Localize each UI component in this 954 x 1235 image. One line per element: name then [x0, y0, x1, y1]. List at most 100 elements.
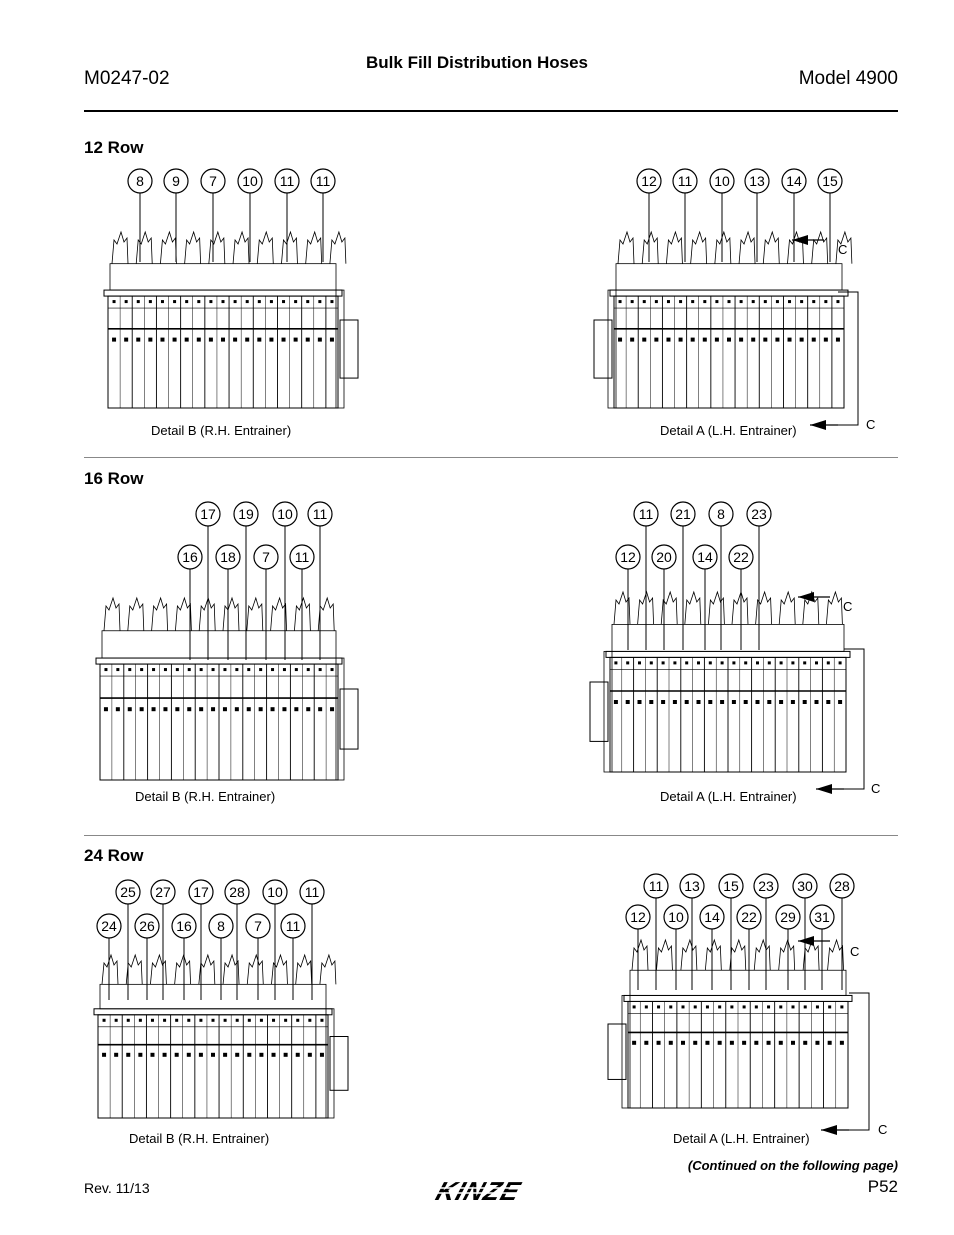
bolt-head [751, 300, 755, 304]
bolt-head [305, 337, 310, 342]
bolt-head [751, 337, 756, 342]
bolt-head [840, 1005, 844, 1009]
hose-outline [184, 230, 202, 264]
bolt-head [739, 337, 744, 342]
callout-bubble [708, 501, 734, 527]
bolt-head [139, 707, 144, 712]
callout-bubble [307, 501, 333, 527]
bolt-head [814, 700, 819, 704]
section-mark-label: C [843, 599, 852, 614]
bolt-head [763, 300, 767, 304]
bolt-head [116, 668, 120, 672]
hose-outline [101, 953, 119, 985]
bolt-head [187, 707, 192, 712]
callout-bubble [651, 544, 677, 570]
bolt-head [211, 707, 216, 712]
bolt-head [307, 1052, 312, 1057]
callout-bubble [299, 879, 325, 905]
section-line [838, 291, 859, 426]
kinze-logo-text: KINZE [432, 1177, 525, 1206]
model-name: Model 4900 [798, 68, 898, 89]
bolt-head [221, 300, 225, 304]
bolt-head [221, 337, 225, 342]
callout-bubble [253, 544, 279, 570]
callout-bubble [195, 501, 221, 527]
callout-number: 7 [209, 173, 217, 189]
bolt-head [102, 1018, 106, 1022]
bolt-head [767, 700, 772, 704]
callout-bubble [692, 544, 718, 570]
hose-outline [704, 938, 722, 971]
bolt-head [140, 668, 144, 672]
bolt-head [691, 300, 695, 304]
bolt-head [775, 300, 779, 304]
hose-outline [613, 590, 631, 625]
bolt-head [104, 668, 108, 672]
bolt-head [184, 337, 189, 342]
bolt-head [124, 300, 128, 304]
entrainer-body [107, 295, 339, 409]
callout-number: 12 [620, 549, 636, 565]
callout-bubble [208, 913, 234, 939]
bolt-head [826, 661, 830, 665]
mounting-plate [605, 650, 851, 658]
bolt-head [787, 337, 792, 342]
hose-outline [811, 230, 829, 264]
bolt-head [657, 1005, 661, 1009]
bolt-head [767, 1005, 771, 1009]
bolt-head [669, 1005, 673, 1009]
section-title-12-row: 12 Row [84, 138, 144, 157]
bolt-head [246, 707, 251, 712]
callout-bubble [163, 168, 189, 194]
callout-bubble [188, 879, 214, 905]
bolt-head [233, 337, 238, 342]
bolt-head [672, 700, 677, 704]
bolt-head [199, 707, 204, 712]
bolt-head [739, 300, 743, 304]
hose-outline [778, 938, 796, 971]
bolt-head [696, 700, 701, 704]
bolt-head [649, 700, 654, 704]
hose-outline [641, 230, 659, 264]
caption-detail-b: Detail B (R.H. Entrainer) [151, 423, 292, 438]
callout-bubble [746, 501, 772, 527]
bolt-head [727, 337, 731, 342]
hose-outline [708, 590, 725, 625]
bolt-head [187, 1018, 191, 1022]
callout-number: 15 [822, 173, 838, 189]
hose-outline [295, 953, 313, 985]
hose-outline [738, 230, 756, 264]
hose-outline [778, 590, 796, 625]
side-bracket [607, 289, 617, 409]
bolt-head [136, 337, 141, 342]
bolt-head [661, 700, 666, 704]
callout-bubble [615, 544, 641, 570]
hose-outline [762, 230, 780, 264]
section-arrow [798, 592, 814, 602]
callout-number: 12 [641, 173, 657, 189]
bolt-head [160, 300, 164, 304]
bolt-head [815, 661, 818, 665]
section-mark-label: C [878, 1122, 887, 1137]
callout-number: 11 [678, 173, 693, 189]
revision-label: Rev. 11/13 [84, 1180, 150, 1196]
hose-outline [150, 953, 167, 985]
bolt-head [257, 337, 262, 342]
page-number: P52 [867, 1177, 898, 1196]
bolt-head [708, 661, 712, 665]
entrainer-body [613, 295, 845, 409]
bolt-head [319, 1052, 324, 1057]
section-mark-label: C [866, 417, 875, 432]
bolt-head [754, 1005, 758, 1009]
entrainer-body [97, 1014, 329, 1119]
bolt-head [294, 668, 298, 672]
bolt-head [824, 300, 828, 304]
hose-outline [753, 938, 771, 971]
bolt-head [791, 1005, 795, 1009]
bolt-head [839, 1040, 844, 1045]
callout-bubble [699, 904, 725, 930]
callout-bubble [829, 873, 855, 899]
hose-outline [787, 230, 804, 264]
callout-bubble [289, 544, 315, 570]
bolt-head [815, 1040, 820, 1045]
